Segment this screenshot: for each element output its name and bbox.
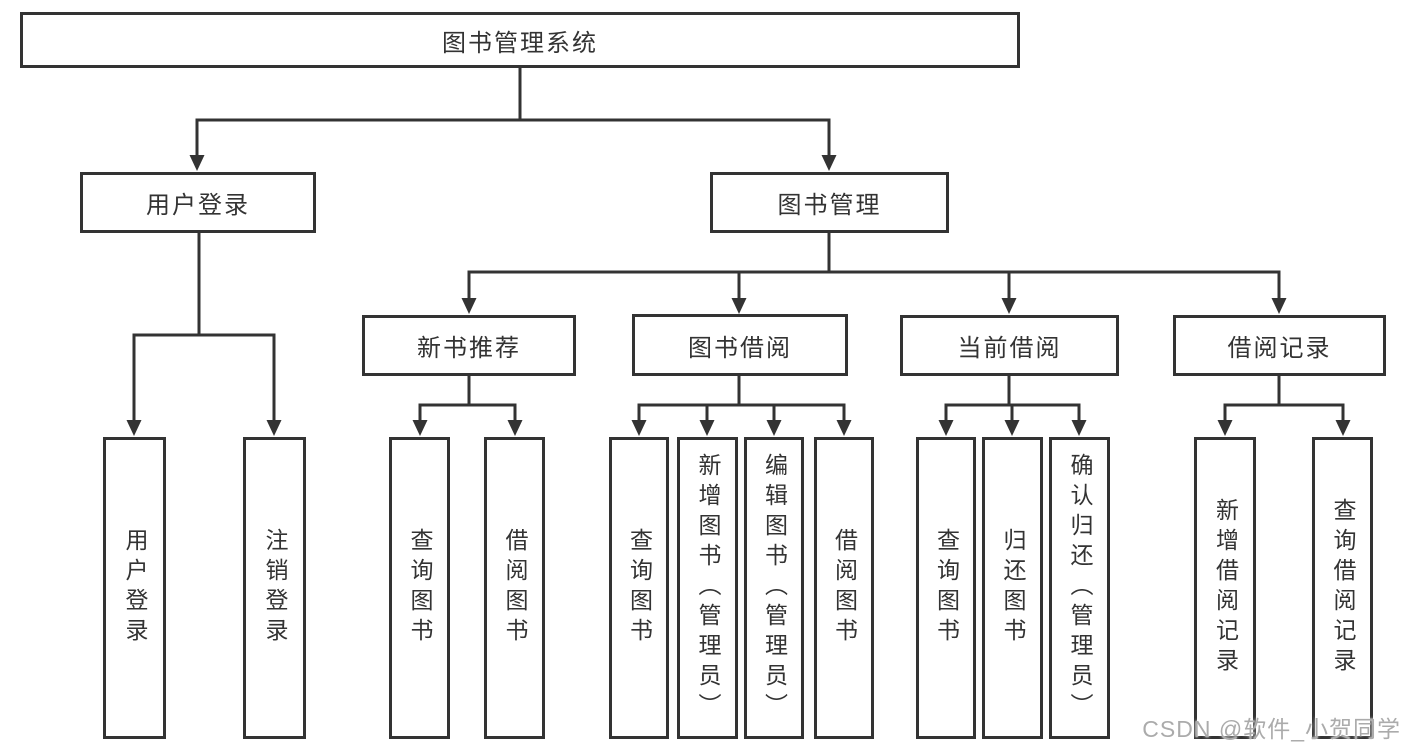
leaf-recommend-query-books: 查询图书 bbox=[389, 437, 450, 739]
leaf-records-add-borrow-record: 新增借阅记录 bbox=[1194, 437, 1256, 739]
leaf-borrow-query-books: 查询图书 bbox=[609, 437, 669, 739]
node-borrow-records: 借阅记录 bbox=[1173, 315, 1386, 376]
edges-root-to-level1 bbox=[189, 66, 837, 171]
node-library-system: 图书管理系统 bbox=[20, 12, 1020, 68]
arrow-down-icon bbox=[1071, 420, 1087, 436]
node-current-borrow: 当前借阅 bbox=[900, 315, 1119, 376]
arrow-down-icon bbox=[699, 420, 715, 436]
leaf-borrow-add-books-admin: 新增图书（管理员） bbox=[677, 437, 738, 739]
edges-book-management-to-level2 bbox=[461, 231, 1287, 314]
edges-user-login-to-leaves bbox=[126, 231, 282, 436]
arrow-down-icon bbox=[1001, 298, 1017, 314]
leaf-logout-login: 注销登录 bbox=[243, 437, 306, 739]
node-new-book-recommend: 新书推荐 bbox=[362, 315, 576, 376]
leaf-current-confirm-return-admin: 确认归还（管理员） bbox=[1049, 437, 1110, 739]
node-book-borrow: 图书借阅 bbox=[632, 314, 848, 376]
leaf-current-query-books: 查询图书 bbox=[916, 437, 976, 739]
arrow-down-icon bbox=[821, 155, 837, 171]
arrow-down-icon bbox=[1271, 298, 1287, 314]
leaf-borrow-borrow-books: 借阅图书 bbox=[814, 437, 874, 739]
arrow-down-icon bbox=[938, 420, 954, 436]
edges-book-borrow-to-leaves bbox=[631, 374, 852, 436]
arrow-down-icon bbox=[266, 420, 282, 436]
arrow-down-icon bbox=[1004, 420, 1020, 436]
edges-current-borrow-to-leaves bbox=[938, 374, 1087, 436]
edges-borrow-records-to-leaves bbox=[1217, 374, 1351, 436]
arrow-down-icon bbox=[731, 298, 747, 314]
leaf-records-query-borrow-record: 查询借阅记录 bbox=[1312, 437, 1373, 739]
node-user-login: 用户登录 bbox=[80, 172, 316, 233]
arrow-down-icon bbox=[1217, 420, 1233, 436]
arrow-down-icon bbox=[766, 420, 782, 436]
edges-new-book-recommend-to-leaves bbox=[412, 374, 523, 436]
arrow-down-icon bbox=[126, 420, 142, 436]
arrow-down-icon bbox=[507, 420, 523, 436]
arrow-down-icon bbox=[1335, 420, 1351, 436]
arrow-down-icon bbox=[631, 420, 647, 436]
node-book-management: 图书管理 bbox=[710, 172, 949, 233]
arrow-down-icon bbox=[461, 298, 477, 314]
arrow-down-icon bbox=[412, 420, 428, 436]
arrow-down-icon bbox=[836, 420, 852, 436]
arrow-down-icon bbox=[189, 155, 205, 171]
leaf-recommend-borrow-books: 借阅图书 bbox=[484, 437, 545, 739]
leaf-borrow-edit-books-admin: 编辑图书（管理员） bbox=[744, 437, 804, 739]
csdn-watermark: CSDN @软件_小贺同学 bbox=[1142, 716, 1401, 742]
leaf-current-return-books: 归还图书 bbox=[982, 437, 1043, 739]
leaf-user-login: 用户登录 bbox=[103, 437, 166, 739]
